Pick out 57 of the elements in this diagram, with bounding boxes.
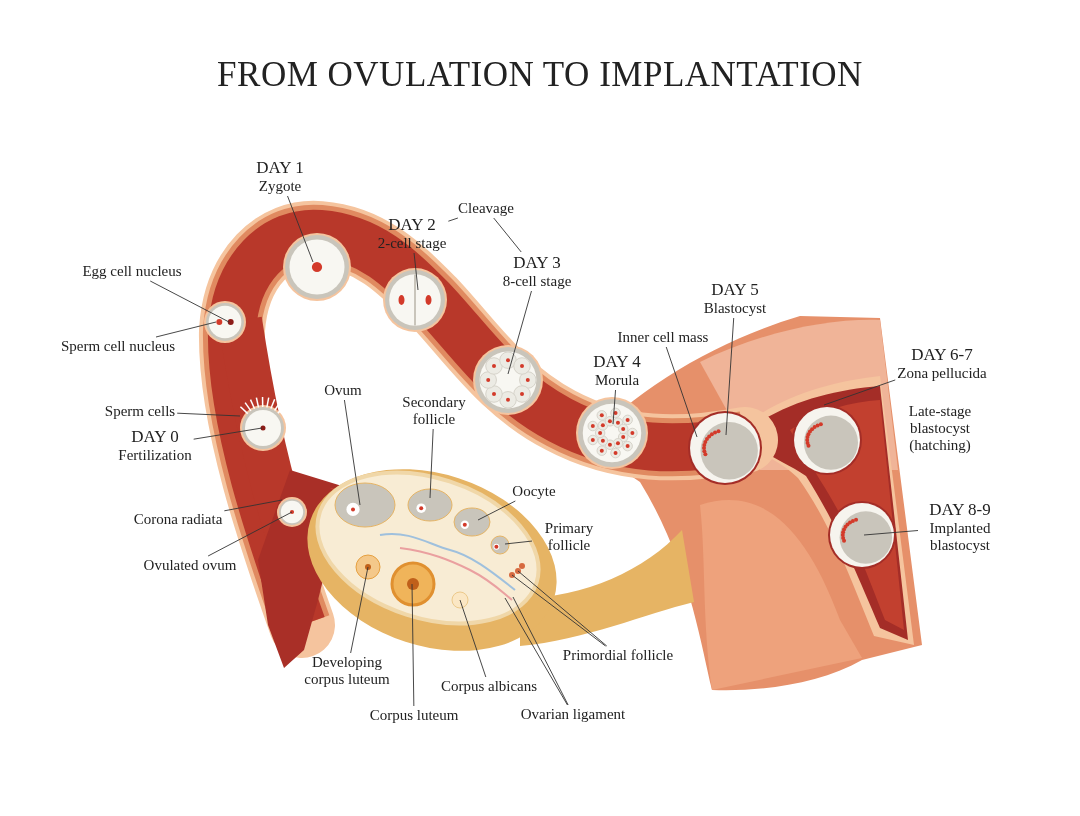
leader-line — [223, 499, 283, 512]
callout-label: Morula — [594, 372, 640, 389]
leader-line — [477, 500, 516, 521]
callout-label: Inner cell mass — [617, 329, 709, 346]
day-heading: DAY 2 — [388, 215, 436, 235]
callout-label: Egg cell nucleus — [82, 263, 182, 280]
callout-label: Corpus albicans — [440, 678, 538, 695]
callout-label: Corpus luteum — [369, 707, 459, 724]
leader-line — [507, 290, 532, 375]
leader-line — [155, 321, 217, 338]
leader-line — [429, 428, 434, 499]
callout-label: Ovulated ovum — [143, 557, 237, 574]
callout-label: Primary follicle — [543, 520, 595, 554]
leader-line — [343, 399, 361, 506]
callout-label: Zona pellucida — [897, 365, 987, 382]
callout-label: Cleavage — [458, 200, 514, 217]
day-heading: DAY 0 — [131, 427, 179, 447]
leader-line — [665, 346, 698, 438]
leader-line — [823, 379, 896, 406]
leader-line — [176, 412, 241, 417]
callout-label: Oocyte — [512, 483, 556, 500]
callout-label: Sperm cells — [104, 403, 176, 420]
day-heading: DAY 1 — [256, 158, 304, 178]
callout-label: Implanted blastocyst — [928, 520, 992, 554]
diagram-title: FROM OVULATION TO IMPLANTATION — [216, 55, 864, 95]
callout-label: Corona radiata — [133, 511, 223, 528]
day-heading: DAY 6-7 — [911, 345, 973, 365]
callout-label: Ovarian ligament — [520, 706, 626, 723]
callout-label: 2-cell stage — [377, 235, 447, 252]
callout-label: Sperm cell nucleus — [60, 338, 176, 355]
callout-label: Primordial follicle — [562, 647, 674, 664]
callout-label: 8-cell stage — [502, 273, 572, 290]
day-heading: DAY 4 — [593, 352, 641, 372]
leader-line — [459, 599, 487, 678]
leader-line — [863, 530, 919, 536]
leader-line — [493, 217, 522, 253]
day-heading: DAY 8-9 — [929, 500, 991, 520]
leader-line — [350, 566, 369, 654]
leader-line — [287, 195, 314, 263]
callout-label: Ovum — [324, 382, 362, 399]
stage-note: Late-stage blastocyst (hatching) — [907, 403, 973, 454]
day-heading: DAY 5 — [711, 280, 759, 300]
leader-line — [149, 280, 230, 323]
leader-line — [447, 217, 459, 222]
callout-label: Fertilization — [118, 447, 192, 464]
leader-line — [504, 540, 533, 545]
leader-line — [413, 252, 419, 291]
leader-line — [193, 427, 263, 440]
callout-label: Blastocyst — [703, 300, 767, 317]
leader-line — [207, 511, 293, 557]
leader-line — [411, 583, 415, 707]
leader-line — [725, 317, 735, 436]
callout-label: Secondary follicle — [401, 394, 467, 428]
leader-line — [612, 389, 616, 425]
callout-label: Developing corpus luteum — [303, 654, 391, 688]
day-heading: DAY 3 — [513, 253, 561, 273]
callout-label: Zygote — [258, 178, 302, 195]
